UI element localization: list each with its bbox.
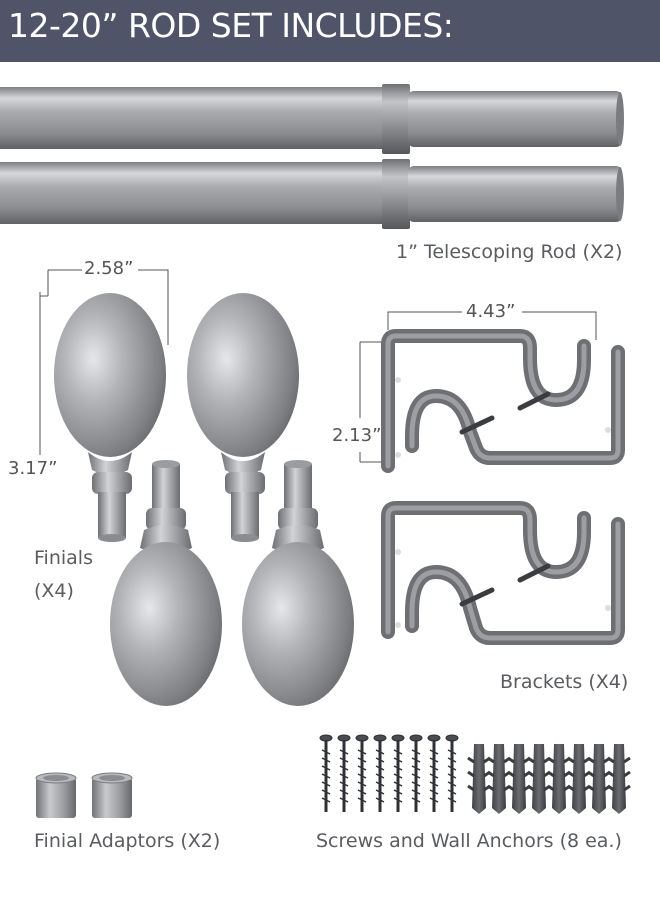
finial-upright-2: [187, 293, 299, 542]
finial-dimension-lines: [39, 269, 169, 455]
wall-anchor-1: [467, 744, 491, 814]
finial-height-dimension: 3.17”: [8, 458, 58, 479]
adaptors-label: Finial Adaptors (X2): [34, 830, 221, 852]
wall-anchor-4: [527, 744, 551, 814]
wall-anchor-7: [587, 744, 611, 814]
screw-7: [427, 734, 441, 812]
screw-8: [445, 734, 459, 812]
telescoping-rod-bottom: [0, 159, 624, 229]
rod-label: 1” Telescoping Rod (X2): [396, 241, 623, 263]
bracket-pair-bottom: [381, 501, 625, 645]
wall-anchors: [467, 744, 631, 814]
telescoping-rod-top: [0, 84, 624, 154]
finial-adaptor-1: [35, 772, 77, 818]
finials-label-line2: (X4): [34, 580, 74, 602]
screw-2: [337, 734, 351, 812]
wall-anchor-8: [607, 744, 631, 814]
bracket-pair-top: [381, 329, 625, 473]
screw-1: [319, 734, 333, 812]
finial-adaptor-2: [91, 772, 133, 818]
screw-5: [391, 734, 405, 812]
finial-width-dimension: 2.58”: [84, 258, 134, 279]
bracket-width-dimension: 4.43”: [466, 301, 516, 322]
screw-4: [373, 734, 387, 812]
wall-anchor-6: [567, 744, 591, 814]
screws: [319, 734, 459, 812]
bracket-dimension-lines: [359, 311, 597, 463]
wall-anchor-2: [487, 744, 511, 814]
wall-anchor-3: [507, 744, 531, 814]
bracket-height-dimension: 2.13”: [332, 425, 382, 446]
screw-3: [355, 734, 369, 812]
screws-label: Screws and Wall Anchors (8 ea.): [316, 830, 622, 852]
finials-label-line1: Finials: [34, 547, 93, 569]
finial-upright-1: [54, 293, 166, 542]
brackets-label: Brackets (X4): [500, 671, 629, 693]
header-title: 12-20” ROD SET INCLUDES:: [8, 6, 454, 45]
wall-anchor-5: [547, 744, 571, 814]
header-banner: 12-20” ROD SET INCLUDES:: [0, 0, 660, 62]
finial-inverted-2: [242, 460, 354, 706]
screw-6: [409, 734, 423, 812]
finial-inverted-1: [110, 460, 222, 706]
